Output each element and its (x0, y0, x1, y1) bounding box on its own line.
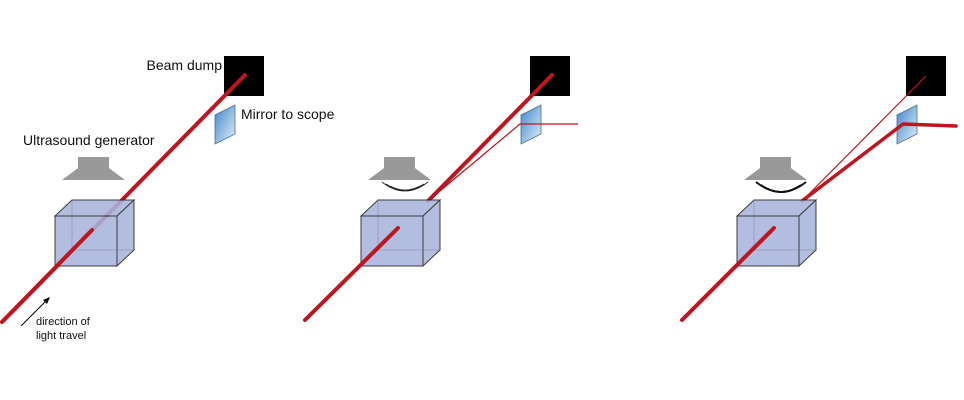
transmitted-beam (801, 75, 927, 202)
mirror-label: Mirror to scope (241, 106, 335, 122)
mirror-icon (214, 104, 236, 145)
direction-arrow-icon (20, 299, 48, 327)
panel-weak-ultrasound (303, 56, 578, 322)
beam-dump-label: Beam dump (147, 57, 223, 73)
diffracted-beam (800, 122, 958, 203)
panel-no-ultrasound: Beam dump Mirror to scope Ultrasound gen… (0, 56, 335, 342)
direction-label-line2: light travel (36, 330, 86, 342)
sound-waves-icon (381, 181, 429, 192)
sound-waves-icon (755, 181, 807, 193)
direction-label-line1: direction of (36, 316, 91, 328)
panel-strong-ultrasound (680, 56, 958, 322)
diffracted-beam (427, 123, 578, 202)
ultrasound-generator-icon (368, 157, 431, 180)
ultrasound-generator-icon (62, 157, 125, 180)
laser-beam (426, 73, 554, 203)
crystal-cube (736, 199, 817, 267)
ultrasound-generator-icon (744, 157, 807, 180)
crystal-cube (360, 199, 441, 267)
ultrasound-label: Ultrasound generator (23, 132, 155, 148)
